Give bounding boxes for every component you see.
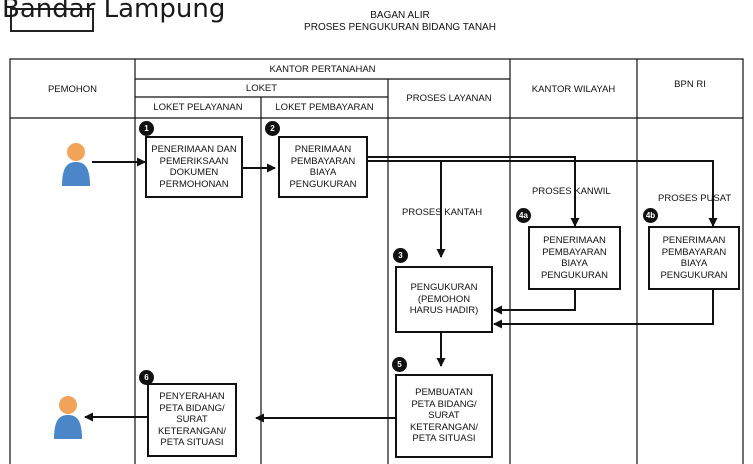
step-1-box: PENERIMAAN DAN PEMERIKSAAN DOKUMEN PERMO… (145, 136, 243, 198)
step-4b-box: PENERIMAAN PEMBAYARAN BIAYA PENGUKURAN (648, 226, 740, 290)
header-pemohon: PEMOHON (47, 83, 98, 95)
label-proses-pusat: PROSES PUSAT (658, 193, 732, 204)
header-loket-pelayanan: LOKET PELAYANAN (153, 102, 243, 113)
chart-title: BAGAN ALIR PROSES PENGUKURAN BIDANG TANA… (270, 10, 530, 34)
stamp-box (10, 8, 94, 32)
header-proses-layanan: PROSES LAYANAN (406, 92, 492, 104)
applicant-person-icon (62, 143, 90, 186)
label-proses-kantah: PROSES KANTAH (402, 207, 483, 218)
header-kantor-wilayah: KANTOR WILAYAH (531, 83, 616, 95)
person-body-icon (62, 162, 90, 186)
page-title: Bandar Lampung (2, 0, 226, 24)
chart-title-line2: PROSES PENGUKURAN BIDANG TANAH (304, 22, 496, 33)
header-loket: LOKET (245, 82, 278, 94)
recipient-person-icon (54, 396, 82, 439)
step-2-box: PNERIMAAN PEMBAYARAN BIAYA PENGUKURAN (278, 136, 368, 198)
chart-title-line1: BAGAN ALIR (370, 10, 430, 21)
step-4b-badge: 4b (643, 208, 658, 223)
step-2-badge: 2 (265, 121, 280, 136)
step-5-badge: 5 (392, 357, 407, 372)
header-kantor-pertanahan: KANTOR PERTANAHAN (269, 63, 376, 75)
step-3-box: PENGUKURAN (PEMOHON HARUS HADIR) (395, 266, 493, 333)
person-head-icon (67, 143, 85, 161)
person-head-icon (59, 396, 77, 414)
label-proses-kanwil: PROSES KANWIL (532, 186, 611, 197)
header-bpn-ri: BPN RI (674, 78, 706, 90)
step-1-badge: 1 (139, 121, 154, 136)
header-loket-pembayaran: LOKET PEMBAYARAN (275, 102, 374, 113)
step-6-box: PENYERAHAN PETA BIDANG/ SURAT KETERANGAN… (147, 383, 237, 457)
step-5-box: PEMBUATAN PETA BIDANG/ SURAT KETERANGAN/… (395, 374, 493, 458)
step-6-badge: 6 (139, 370, 154, 385)
person-body-icon (54, 415, 82, 439)
step-4a-badge: 4a (516, 208, 531, 223)
step-4a-box: PENERIMAAN PEMBAYARAN BIAYA PENGUKURAN (528, 226, 621, 290)
step-3-badge: 3 (393, 248, 408, 263)
